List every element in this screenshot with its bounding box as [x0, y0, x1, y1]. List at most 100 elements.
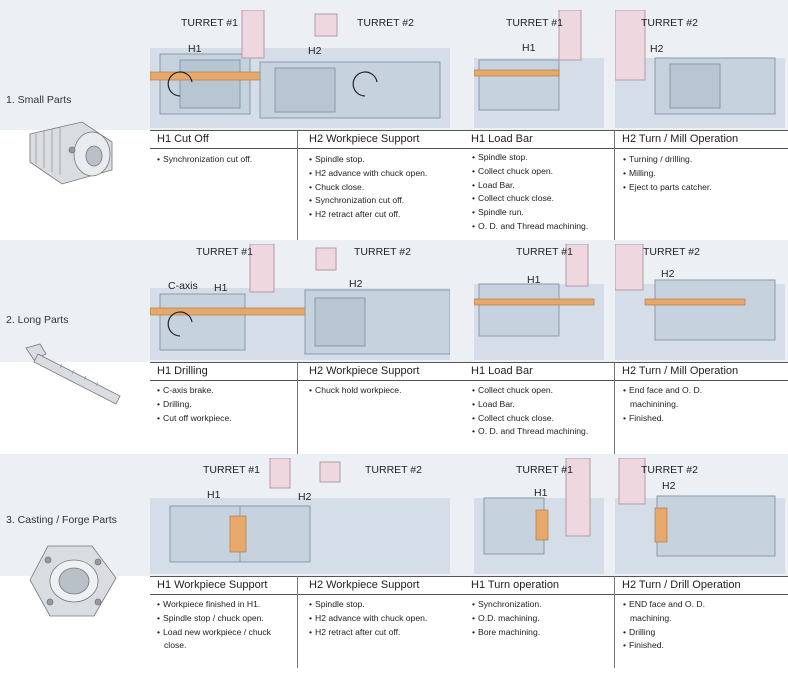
diagram-h1-loadbar — [474, 244, 604, 360]
diagram-h1-workpiece-support — [150, 458, 450, 574]
step-item: Collect chuck close. — [471, 412, 611, 426]
turret2-label: TURRET #2 — [643, 246, 700, 258]
step-item: Spindle stop / chuck open. — [156, 612, 294, 626]
turret1-label: TURRET #1 — [516, 464, 573, 476]
h1-label: H1 — [207, 489, 221, 501]
h2-label: H2 — [298, 491, 312, 503]
steps-list: Synchronization cut off. — [156, 153, 294, 167]
step-item: H2 retract after cut off. — [308, 626, 468, 640]
step-item: Load Bar. — [471, 179, 611, 193]
step-item: Milling. — [622, 167, 782, 181]
step-item: Chuck close. — [308, 181, 468, 195]
col-heading-h1-cutoff: H1 Cut Off — [157, 133, 209, 145]
step-item: Collect chuck open. — [471, 384, 611, 398]
h2-label: H2 — [661, 268, 675, 280]
col-heading-h2-turndrill: H2 Turn / Drill Operation — [622, 579, 741, 591]
h1-label: H1 — [534, 487, 548, 499]
col-heading-h1-turn: H1 Turn operation — [471, 579, 560, 591]
steps-list: Workpiece finished in H1. Spindle stop /… — [156, 598, 294, 653]
step-item: Spindle run. — [471, 206, 611, 220]
diagram-h2-turn-mill — [615, 10, 785, 128]
step-item: Load new workpiece / chuck close. — [156, 626, 294, 654]
row-title-2: 2. Long Parts — [6, 314, 69, 326]
diagram-h1-cutoff — [150, 10, 450, 128]
col-divider — [297, 130, 298, 240]
col-heading-h2-support: H2 Workpiece Support — [309, 365, 420, 377]
step-item: Turning / drilling. — [622, 153, 782, 167]
turret1-label: TURRET #1 — [196, 246, 253, 258]
step-item: END face and O. D. machining. — [622, 598, 722, 626]
step-item: Collect chuck open. — [471, 165, 611, 179]
turret2-label: TURRET #2 — [641, 464, 698, 476]
col-divider — [297, 362, 298, 454]
col-divider — [297, 576, 298, 668]
diagram-h1-loadbar — [474, 10, 604, 128]
step-item: Spindle stop. — [308, 153, 468, 167]
row3-header-bottom-line — [150, 594, 788, 595]
h2-label: H2 — [308, 45, 322, 57]
step-item: H2 advance with chuck open. — [308, 612, 468, 626]
step-item: Finished. — [622, 639, 722, 653]
col-heading-h2-support: H2 Workpiece Support — [309, 133, 420, 145]
c-axis-label: C-axis — [168, 280, 198, 292]
turret2-label: TURRET #2 — [354, 246, 411, 258]
steps-list: Spindle stop. Collect chuck open. Load B… — [471, 151, 611, 234]
diagram-h1-drilling — [150, 244, 450, 360]
step-item: Synchronization cut off. — [156, 153, 294, 167]
steps-list: Collect chuck open. Load Bar. Collect ch… — [471, 384, 611, 439]
row2-header-top-line — [150, 362, 788, 363]
long-part-image — [25, 343, 121, 405]
step-item: Synchronization cut off. — [308, 194, 468, 208]
step-item: O. D. and Thread machining. — [471, 220, 611, 234]
h1-label: H1 — [527, 274, 541, 286]
diagram-h2-turn-mill — [615, 244, 785, 360]
steps-list: C-axis brake. Drilling. Cut off workpiec… — [156, 384, 294, 425]
casting-part-image — [29, 545, 117, 617]
row2-header-bottom-line — [150, 380, 788, 381]
h2-label: H2 — [650, 43, 664, 55]
turret1-label: TURRET #1 — [203, 464, 260, 476]
col-divider — [614, 130, 615, 240]
step-item: Drilling. — [156, 398, 294, 412]
turret2-label: TURRET #2 — [365, 464, 422, 476]
row3-header-top-line — [150, 576, 788, 577]
diagram-h1-turn — [474, 458, 604, 574]
col-divider — [614, 362, 615, 454]
steps-list: End face and O. D. machinining. Finished… — [622, 384, 722, 425]
step-item: Finished. — [622, 412, 722, 426]
steps-list: Chuck hold workpiece. — [308, 384, 468, 398]
steps-list: Turning / drilling. Milling. Eject to pa… — [622, 153, 782, 194]
steps-list: END face and O. D. machining. Drilling F… — [622, 598, 722, 653]
turret2-label: TURRET #2 — [641, 17, 698, 29]
turret2-label: TURRET #2 — [357, 17, 414, 29]
row-title-3: 3. Casting / Forge Parts — [6, 514, 117, 526]
step-item: Eject to parts catcher. — [622, 181, 782, 195]
row1-header-bottom-line — [150, 148, 788, 149]
step-item: Synchronization. — [471, 598, 611, 612]
step-item: H2 advance with chuck open. — [308, 167, 468, 181]
step-item: Collect chuck close. — [471, 192, 611, 206]
col-divider — [614, 576, 615, 668]
turret1-label: TURRET #1 — [181, 17, 238, 29]
h1-label: H1 — [214, 282, 228, 294]
row-title-1: 1. Small Parts — [6, 94, 72, 106]
step-item: Drilling — [622, 626, 722, 640]
steps-list: Spindle stop. H2 advance with chuck open… — [308, 598, 468, 639]
h1-label: H1 — [522, 42, 536, 54]
step-item: O. D. and Thread machining. — [471, 425, 611, 439]
row1-header-top-line — [150, 130, 788, 131]
step-item: Spindle stop. — [471, 151, 611, 165]
col-heading-h1-loadbar: H1 Load Bar — [471, 365, 533, 377]
col-heading-h2-turnmill: H2 Turn / Mill Operation — [622, 133, 739, 145]
col-heading-h1-drilling: H1 Drilling — [157, 365, 208, 377]
small-part-image — [29, 121, 113, 185]
col-heading-h1-support: H1 Workpiece Support — [157, 579, 268, 591]
steps-list: Spindle stop. H2 advance with chuck open… — [308, 153, 468, 222]
step-item: Cut off workpiece. — [156, 412, 294, 426]
step-item: Bore machining. — [471, 626, 611, 640]
step-item: C-axis brake. — [156, 384, 294, 398]
step-item: O.D. machining. — [471, 612, 611, 626]
h2-label: H2 — [349, 278, 363, 290]
h1-label: H1 — [188, 43, 202, 55]
steps-list: Synchronization. O.D. machining. Bore ma… — [471, 598, 611, 639]
